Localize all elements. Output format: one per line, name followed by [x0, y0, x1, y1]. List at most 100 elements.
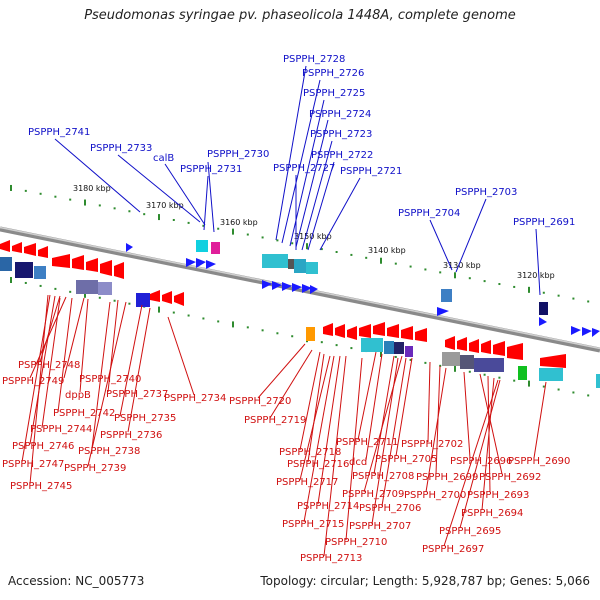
gene-arrow — [323, 323, 333, 336]
gene-label: PSPPH_2714 — [297, 501, 359, 512]
gene-arrow — [272, 281, 282, 290]
gene-block — [98, 282, 112, 295]
connector-line — [295, 119, 329, 248]
connector-line — [317, 355, 341, 505]
gene-label: PSPPH_2709 — [342, 489, 404, 500]
scale-tick — [246, 233, 249, 236]
gene-label: PSPPH_2718 — [279, 447, 341, 458]
gene-block — [384, 341, 394, 354]
connector-line — [459, 379, 501, 529]
gene-label: PSPPH_2717 — [276, 477, 338, 488]
connector-line — [301, 140, 333, 251]
gene-arrow — [12, 242, 22, 253]
connector-line — [117, 154, 201, 223]
connector-line — [203, 175, 209, 231]
connector-line — [54, 138, 141, 213]
connector-line — [455, 198, 487, 273]
scale-tick — [217, 227, 220, 230]
connector-line — [29, 295, 56, 445]
scale-tick — [217, 320, 220, 323]
connector-line — [479, 373, 503, 475]
gene-block — [518, 366, 527, 380]
scale-tick — [39, 284, 42, 287]
scale-tick — [498, 283, 501, 286]
gene-label: PSPPH_2716 — [287, 459, 349, 470]
scale-track-lower — [10, 277, 590, 397]
scale-tick — [158, 306, 160, 313]
gene-label: PSPPH_2741 — [28, 127, 90, 138]
gene-arrow — [72, 255, 84, 270]
gene-arrow — [100, 260, 112, 276]
scale-tick — [365, 256, 368, 259]
gene-arrow — [539, 317, 547, 326]
connector-line — [425, 367, 447, 493]
gene-arrow — [582, 327, 592, 336]
gene-label: PSPPH_2721 — [340, 166, 402, 177]
gene-label: PSPPH_2731 — [180, 164, 242, 175]
gene-label: PSPPH_2745 — [10, 481, 72, 492]
gene-label: calB — [153, 153, 174, 164]
gene-label: PSPPH_2746 — [12, 441, 74, 452]
scale-tick — [572, 297, 575, 300]
connector-line — [91, 301, 111, 449]
gene-arrow — [335, 324, 345, 338]
scale-tick — [350, 347, 353, 350]
gene-label: PSPPH_2711 — [336, 437, 398, 448]
gene-arrow — [359, 324, 371, 338]
gene-arrow — [86, 258, 98, 272]
gene-arrow — [38, 246, 48, 258]
scale-tick — [172, 218, 175, 221]
kbp-tick-labels: 3180 kbp 3170 kbp 3160 kbp 3150 kbp 3140… — [73, 184, 555, 280]
gene-arrow — [445, 336, 455, 350]
gene-arrow — [401, 326, 413, 340]
gene-label: PSPPH_2707 — [349, 521, 411, 532]
scale-tick — [113, 207, 116, 210]
gene-label: PSPPH_2713 — [300, 553, 362, 564]
scale-tick — [424, 361, 427, 364]
connector-line — [39, 295, 61, 363]
scale-tick — [424, 268, 427, 271]
scale-tick — [39, 192, 42, 195]
gene-label: PSPPH_2727 — [273, 163, 335, 174]
connector-line — [119, 304, 143, 417]
gene-arrow — [174, 292, 184, 306]
gene-label: PSPPH_2737 — [106, 389, 168, 400]
gene-block — [306, 262, 318, 274]
gene-label: PSPPH_2736 — [100, 430, 162, 441]
scale-tick — [557, 388, 560, 391]
connector-line — [533, 381, 547, 459]
connector-line — [381, 357, 407, 507]
kbp-label: 3170 kbp — [146, 201, 184, 210]
scale-tick — [528, 286, 530, 293]
connector-line — [319, 177, 361, 251]
gene-arrow — [24, 243, 36, 256]
gene-block — [0, 257, 12, 271]
connector-line — [363, 355, 403, 493]
kbp-label: 3160 kbp — [220, 218, 258, 227]
gene-label: PSPPH_2735 — [114, 413, 176, 424]
gene-block — [34, 266, 46, 279]
gene-label: PSPPH_2708 — [352, 471, 414, 482]
gene-arrow — [387, 324, 399, 338]
connector-line — [269, 349, 313, 419]
gene-label: PSPPH_2749 — [2, 376, 64, 387]
scale-tick — [158, 214, 160, 221]
connector-line — [427, 361, 431, 443]
lower-gene-labels: PSPPH_2748 PSPPH_2749 PSPPH_2740 dppB PS… — [2, 360, 570, 564]
scale-tick — [128, 302, 131, 305]
gene-label: dppB — [65, 390, 91, 401]
scale-tick — [261, 236, 264, 239]
scale-tick — [454, 272, 456, 279]
connector-line — [395, 357, 413, 457]
scale-tick — [98, 296, 101, 299]
scale-tick — [587, 394, 590, 397]
gene-label: PSPPH_2742 — [53, 408, 115, 419]
gene-arrow — [540, 354, 566, 368]
connector-line — [307, 161, 335, 251]
connector-line — [207, 161, 215, 233]
scale-tick — [483, 280, 486, 283]
gene-label: PSPPH_2730 — [207, 149, 269, 160]
connector-line — [371, 357, 399, 525]
connector-line — [299, 351, 321, 451]
gene-label: PSPPH_2697 — [422, 544, 484, 555]
